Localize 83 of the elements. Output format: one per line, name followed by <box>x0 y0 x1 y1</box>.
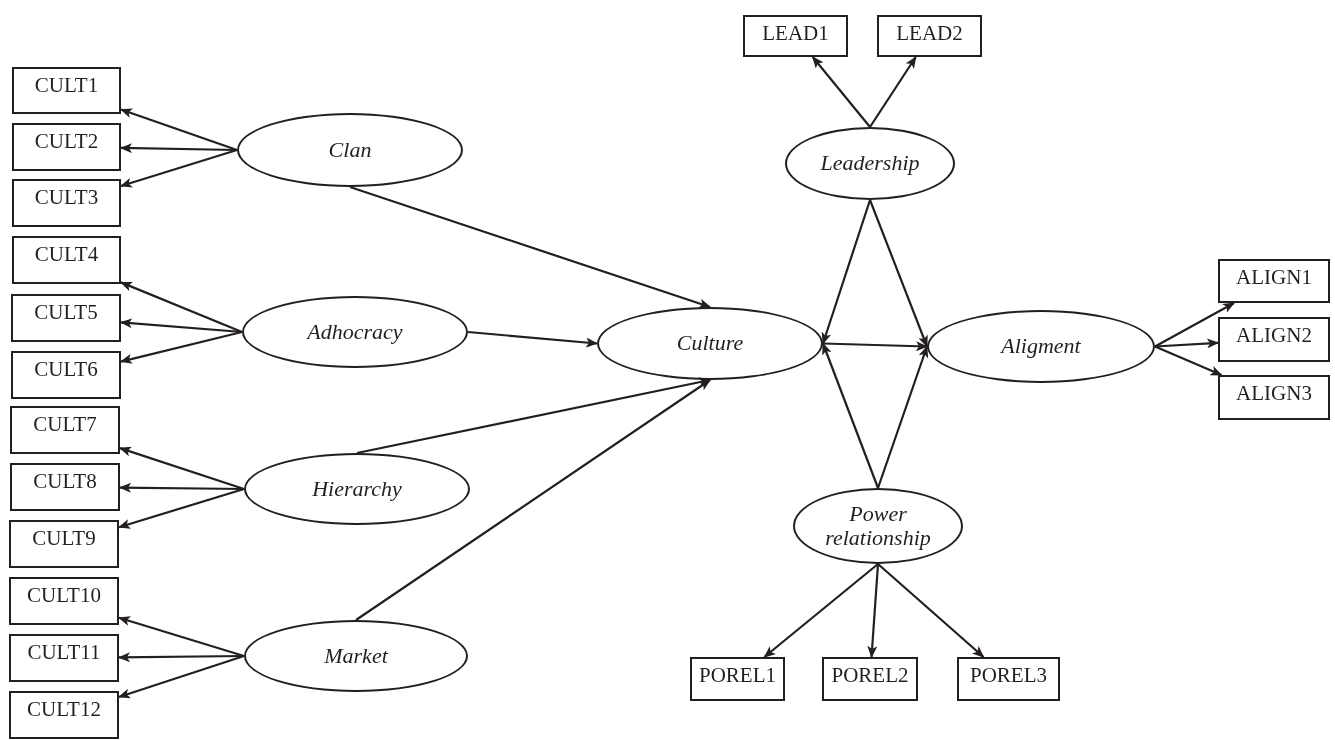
indicator-box <box>743 15 848 57</box>
indicator-box <box>12 123 121 171</box>
arrow <box>120 148 238 188</box>
arrow <box>1154 302 1235 348</box>
latent-ellipse <box>793 488 963 564</box>
node-label: CULT4 <box>34 242 99 267</box>
indicator-box <box>9 691 119 739</box>
arrow <box>821 342 880 489</box>
indicator-box <box>11 351 121 399</box>
arrow <box>120 330 243 364</box>
arrow <box>118 487 245 529</box>
node-label: Aligment <box>1001 334 1081 359</box>
latent-ellipse <box>597 307 823 380</box>
arrow <box>869 56 917 128</box>
arrow <box>349 185 711 309</box>
node-label: CULT12 <box>27 697 101 722</box>
arrow <box>118 616 245 658</box>
node-label: POREL1 <box>699 663 776 688</box>
node-label: POREL2 <box>831 663 909 688</box>
indicator-box <box>1218 317 1330 362</box>
indicator-box <box>957 657 1060 701</box>
node-label: Culture <box>676 331 744 356</box>
node-label: Leadership <box>820 151 920 176</box>
arrow <box>120 108 238 152</box>
indicator-box <box>10 406 120 454</box>
indicator-box <box>10 463 120 511</box>
latent-ellipse <box>244 453 470 525</box>
arrow <box>120 143 237 154</box>
node-label: CULT10 <box>27 583 101 608</box>
arrow <box>119 446 245 491</box>
arrow <box>822 341 928 352</box>
arrow <box>877 563 985 658</box>
node-label: LEAD2 <box>896 21 963 46</box>
indicator-box <box>12 67 121 114</box>
arrow <box>119 482 244 493</box>
latent-ellipse <box>244 620 468 692</box>
arrow <box>811 56 871 128</box>
node-label: Market <box>324 643 388 669</box>
indicator-box <box>9 577 119 625</box>
latent-ellipse <box>927 310 1155 383</box>
indicator-box <box>822 657 918 701</box>
node-label: ALIGN1 <box>1236 265 1312 290</box>
node-label: CULT1 <box>34 73 99 98</box>
node-label: Hierarchy <box>312 476 402 502</box>
node-label: Power relationship <box>824 501 932 551</box>
node-label: ALIGN3 <box>1236 381 1312 406</box>
indicator-box <box>11 294 121 342</box>
node-label: CULT9 <box>32 526 96 551</box>
indicator-box <box>12 179 121 227</box>
arrow <box>118 654 245 699</box>
latent-ellipse <box>237 113 463 187</box>
indicator-box <box>690 657 785 701</box>
indicator-box <box>1218 259 1330 303</box>
arrow <box>876 345 929 489</box>
indicator-box <box>9 520 119 568</box>
arrow <box>467 330 598 348</box>
latent-ellipse <box>785 127 955 200</box>
node-label: CULT7 <box>33 412 97 437</box>
indicator-box <box>12 236 121 284</box>
node-label: CULT2 <box>34 129 99 154</box>
indicator-box <box>1218 375 1330 420</box>
arrow <box>867 563 880 658</box>
node-label: POREL3 <box>970 663 1047 688</box>
node-label: CULT6 <box>34 357 98 382</box>
arrow <box>355 379 711 621</box>
arrow <box>868 199 929 348</box>
node-label: ALIGN2 <box>1236 323 1312 348</box>
node-label: CULT5 <box>34 300 98 325</box>
node-label: Adhocracy <box>307 319 403 345</box>
node-label: CULT8 <box>33 469 97 494</box>
arrow <box>118 652 244 663</box>
node-label: CULT3 <box>34 185 99 210</box>
indicator-box <box>877 15 982 57</box>
latent-ellipse <box>242 296 468 368</box>
node-label: CULT11 <box>27 640 101 665</box>
arrow <box>821 199 872 345</box>
node-label: LEAD1 <box>762 21 829 46</box>
arrow <box>1154 338 1219 349</box>
arrow <box>120 281 243 333</box>
indicator-box <box>9 634 119 682</box>
arrow <box>763 563 879 658</box>
arrow <box>1154 345 1223 376</box>
node-label: Clan <box>328 137 372 163</box>
